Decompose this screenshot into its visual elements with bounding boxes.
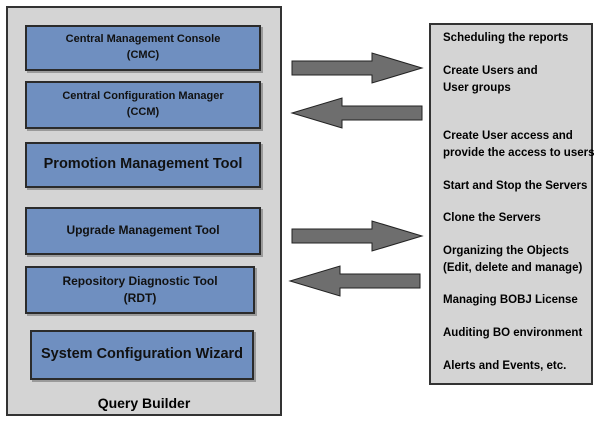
tool-promotion-management: Promotion Management Tool <box>25 142 261 188</box>
function-user-access: Create User access and provide the acces… <box>443 128 594 161</box>
tool-cmc-abbr: (CMC) <box>126 49 160 61</box>
function-user-access-text: Create User access and <box>443 130 573 142</box>
function-alerts-events: Alerts and Events, etc. <box>443 358 566 375</box>
tool-upgrade-management-label: Upgrade Management Tool <box>66 223 220 238</box>
function-start-stop-servers-text: Start and Stop the Servers <box>443 180 588 192</box>
function-auditing-text: Auditing BO environment <box>443 327 583 339</box>
tool-promotion-management-label: Promotion Management Tool <box>43 156 243 173</box>
arrow-right-icon <box>291 220 424 252</box>
function-create-users-text-2: User groups <box>443 81 511 94</box>
tools-panel: Central Management Console (CMC) Central… <box>6 6 282 416</box>
function-alerts-events-text: Alerts and Events, etc. <box>443 360 567 372</box>
tool-upgrade-management: Upgrade Management Tool <box>25 207 261 255</box>
function-managing-license: Managing BOBJ License <box>443 292 578 309</box>
tool-system-configuration-wizard: System Configuration Wizard <box>30 330 254 380</box>
function-create-users-text: Create Users and <box>443 65 538 77</box>
tool-rdt-label: Repository Diagnostic Tool <box>62 273 218 288</box>
function-auditing: Auditing BO environment <box>443 325 582 342</box>
tool-ccm-label: Central Configuration Manager <box>62 90 224 103</box>
tool-cmc-label: Central Management Console <box>65 33 221 46</box>
arrow-left-icon <box>290 97 423 129</box>
function-user-access-text-2: provide the access to users <box>443 146 595 159</box>
tool-system-configuration-wizard-label: System Configuration Wizard <box>40 346 244 363</box>
query-builder-label: Query Builder <box>97 395 191 411</box>
arrow-right-icon <box>291 52 424 84</box>
function-start-stop-servers: Start and Stop the Servers <box>443 178 587 195</box>
function-organizing-objects: Organizing the Objects (Edit, delete and… <box>443 243 582 276</box>
arrow-left-icon <box>288 265 421 297</box>
function-scheduling: Scheduling the reports <box>443 30 568 47</box>
tool-rdt: Repository Diagnostic Tool (RDT) <box>25 266 255 314</box>
tool-cmc: Central Management Console (CMC) <box>25 25 261 71</box>
function-organizing-objects-text-2: (Edit, delete and manage) <box>443 261 583 274</box>
function-organizing-objects-text: Organizing the Objects <box>443 245 569 257</box>
function-clone-servers-text: Clone the Servers <box>443 212 541 224</box>
function-managing-license-text: Managing BOBJ License <box>443 294 578 306</box>
function-create-users: Create Users and User groups <box>443 63 538 96</box>
tool-ccm: Central Configuration Manager (CCM) <box>25 81 261 129</box>
function-scheduling-text: Scheduling the reports <box>443 32 569 44</box>
function-clone-servers: Clone the Servers <box>443 210 541 227</box>
tool-ccm-abbr: (CCM) <box>126 106 160 118</box>
tool-rdt-abbr: (RDT) <box>123 291 157 305</box>
functions-panel: Scheduling the reports Create Users and … <box>429 23 594 385</box>
